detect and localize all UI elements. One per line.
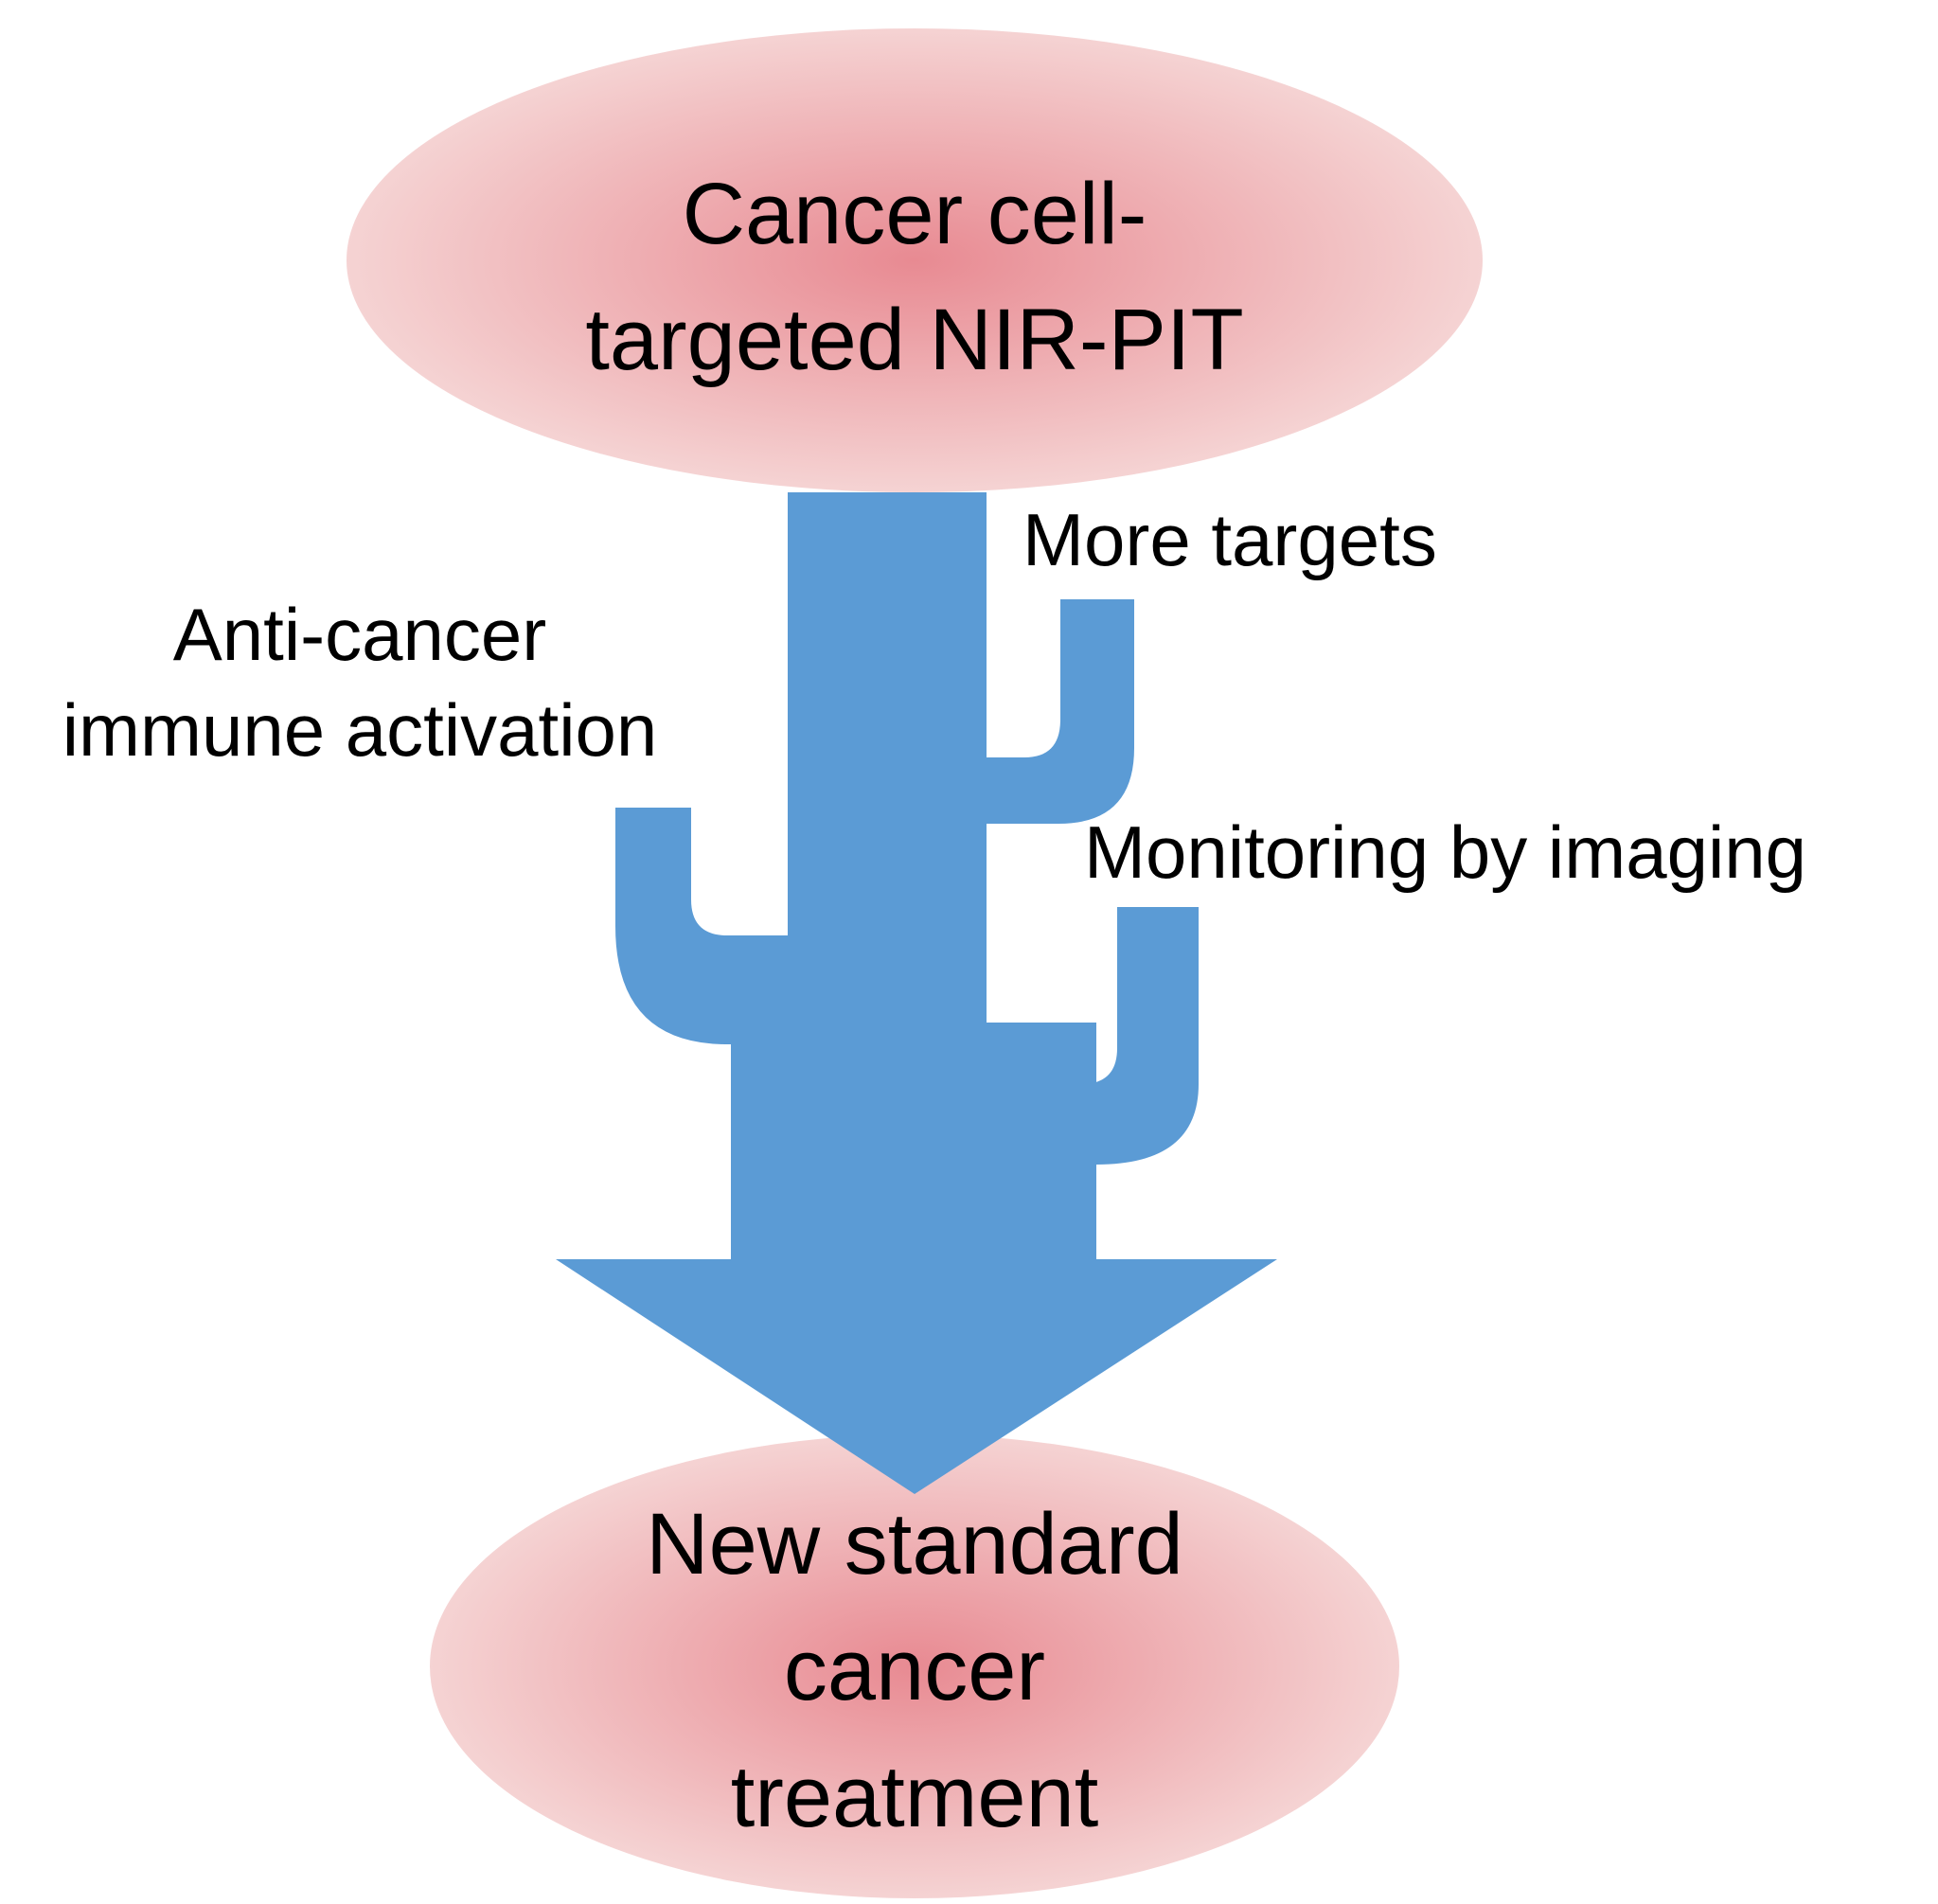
top-node-label: Cancer cell- targeted NIR-PIT [536,151,1293,404]
bottom-node-line-3: treatment [730,1748,1099,1845]
more-targets-line-1: More targets [1022,498,1437,581]
immune-activation-line-1: Anti-cancer [172,593,547,676]
branch-monitoring-imaging [987,907,1199,1259]
monitoring-imaging-label: Monitoring by imaging [1084,805,1806,900]
bottom-node-line-1: New standard [646,1496,1183,1593]
immune-activation-line-2: immune activation [62,688,658,773]
monitoring-imaging-line-1: Monitoring by imaging [1084,810,1807,894]
bottom-node-line-2: cancer [783,1622,1046,1719]
top-node-line-2: targeted NIR-PIT [585,292,1244,389]
branching-arrow [556,492,1277,1494]
immune-activation-label: Anti-cancer immune activation [0,587,720,779]
arrowhead [556,1259,1277,1494]
top-node-ellipse [347,28,1483,492]
branch-more-targets [987,599,1134,824]
arrow-trunk-upper [788,492,987,1023]
branch-immune-activation [615,808,788,1044]
bottom-node-label: New standard cancer treatment [536,1482,1293,1860]
bottom-node-ellipse [430,1434,1399,1898]
top-node-line-1: Cancer cell- [682,166,1147,262]
more-targets-label: More targets [1022,492,1437,588]
